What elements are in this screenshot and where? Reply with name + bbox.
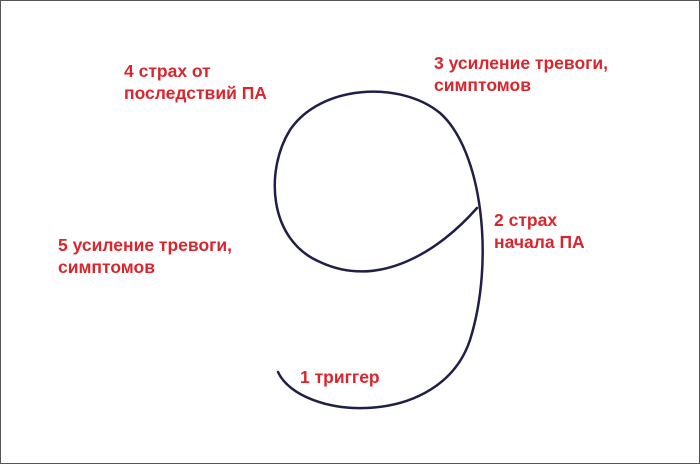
label-step-5: 5 усиление тревоги, симптомов: [58, 235, 233, 277]
label-step-1: 1 триггер: [300, 367, 380, 387]
label-step-3: 3 усиление тревоги, симптомов: [434, 53, 609, 95]
nine-shaped-cycle-curve: [273, 90, 484, 410]
label-step-2: 2 страх начала ПА: [494, 210, 585, 252]
label-step-4: 4 страх от последствий ПА: [124, 61, 267, 103]
